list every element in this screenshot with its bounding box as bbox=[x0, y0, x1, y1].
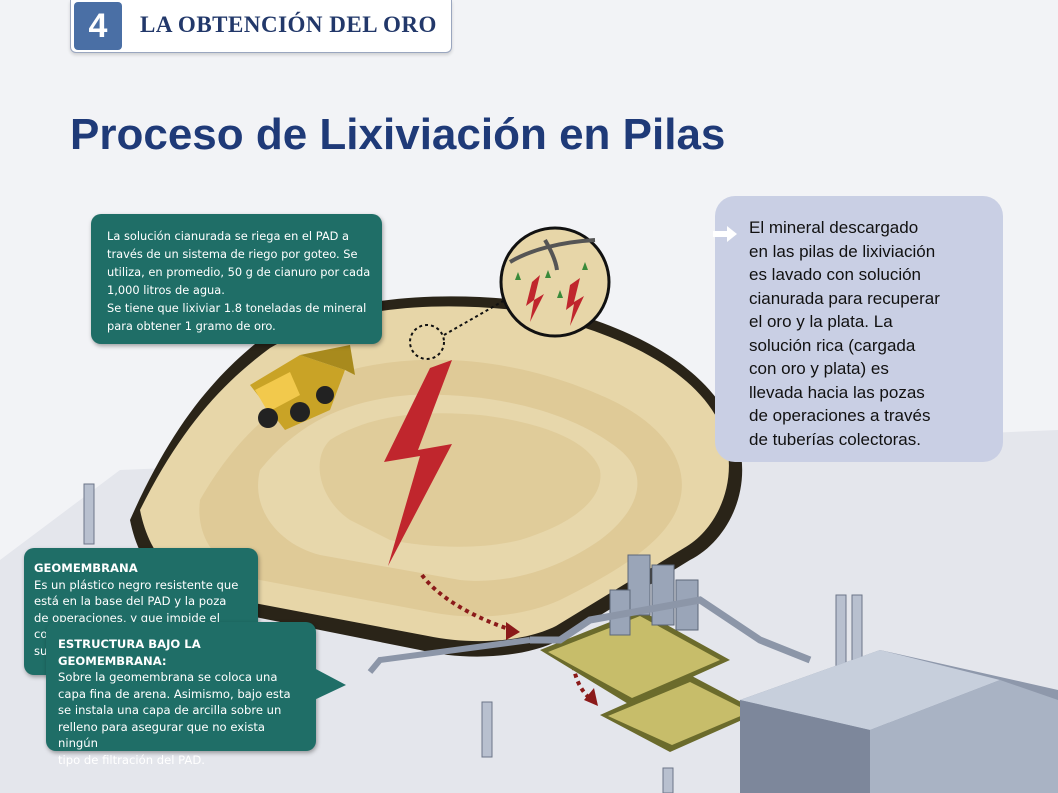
callout-geomembrana-line: co bbox=[34, 627, 48, 641]
callout-riego-line: Se tiene que lixiviar 1.8 toneladas de m… bbox=[107, 301, 367, 315]
callout-riego: La solución cianurada se riega en el PAD… bbox=[91, 214, 382, 344]
lightning-bolt-icon bbox=[384, 360, 452, 566]
operation-ponds bbox=[540, 610, 760, 752]
arrow-right-icon bbox=[713, 226, 737, 242]
info-line: solución rica (cargada bbox=[749, 335, 916, 355]
magnifier-circle-icon bbox=[499, 226, 611, 338]
info-line: de operaciones a través bbox=[749, 406, 931, 425]
callout-estructura-line: se instala una capa de arcilla sobre un bbox=[58, 703, 282, 717]
callout-riego-line: para obtener 1 gramo de oro. bbox=[107, 319, 276, 333]
info-line: cianurada para recuperar bbox=[749, 288, 940, 308]
section-title: LA OBTENCIÓN DEL ORO bbox=[140, 12, 437, 37]
callout-geomembrana-line: Es un plástico negro resistente que bbox=[34, 577, 239, 592]
detail-target-circle bbox=[409, 324, 445, 360]
callout-estructura-line: relleno para asegurar que no exista ning… bbox=[58, 719, 266, 751]
callout-estructura-line: capa fina de arena. Asimismo, bajo esta bbox=[58, 686, 291, 701]
info-line: con oro y plata) es bbox=[749, 359, 889, 378]
page-title: Proceso de Lixiviación en Pilas bbox=[70, 110, 726, 159]
section-number: 4 bbox=[74, 2, 122, 50]
plant-building bbox=[740, 650, 1058, 793]
callout-riego-line: La solución cianurada se riega en el PAD… bbox=[107, 229, 350, 243]
info-line: llevada hacia las pozas bbox=[749, 382, 925, 402]
callout-estructura-heading: ESTRUCTURA BAJO LA GEOMEMBRANA: bbox=[58, 637, 201, 668]
header-tab bbox=[70, 0, 452, 53]
callout-riego-line: través de un sistema de riego por goteo.… bbox=[107, 247, 358, 261]
callout-pointer bbox=[312, 667, 346, 701]
callout-estructura-line: tipo de filtración del PAD. bbox=[58, 752, 205, 767]
callout-riego-line: 1,000 litros de agua. bbox=[107, 283, 225, 297]
dump-truck bbox=[250, 345, 355, 430]
callout-geomembrana-line: de operaciones, y que impide el bbox=[34, 610, 220, 625]
callout-geomembrana-line: su bbox=[34, 643, 48, 658]
info-line: es lavado con solución bbox=[749, 265, 922, 284]
callout-geomembrana-line: está en la base del PAD y la poza bbox=[34, 594, 227, 608]
callout-riego-line: utiliza, en promedio, 50 g de cianuro po… bbox=[107, 265, 371, 279]
callout-geomembrana-heading: GEOMEMBRANA bbox=[34, 561, 138, 575]
info-line: el oro y la plata. La bbox=[749, 312, 893, 331]
info-line: en las pilas de lixiviación bbox=[749, 241, 936, 261]
info-box: El mineral descargado en las pilas de li… bbox=[715, 196, 1003, 462]
callout-estructura-line: Sobre la geomembrana se coloca una bbox=[58, 670, 278, 684]
info-line: El mineral descargado bbox=[749, 218, 919, 237]
callout-estructura: ESTRUCTURA BAJO LA GEOMEMBRANA: Sobre la… bbox=[46, 622, 316, 767]
info-line: de tuberías colectoras. bbox=[749, 429, 921, 449]
